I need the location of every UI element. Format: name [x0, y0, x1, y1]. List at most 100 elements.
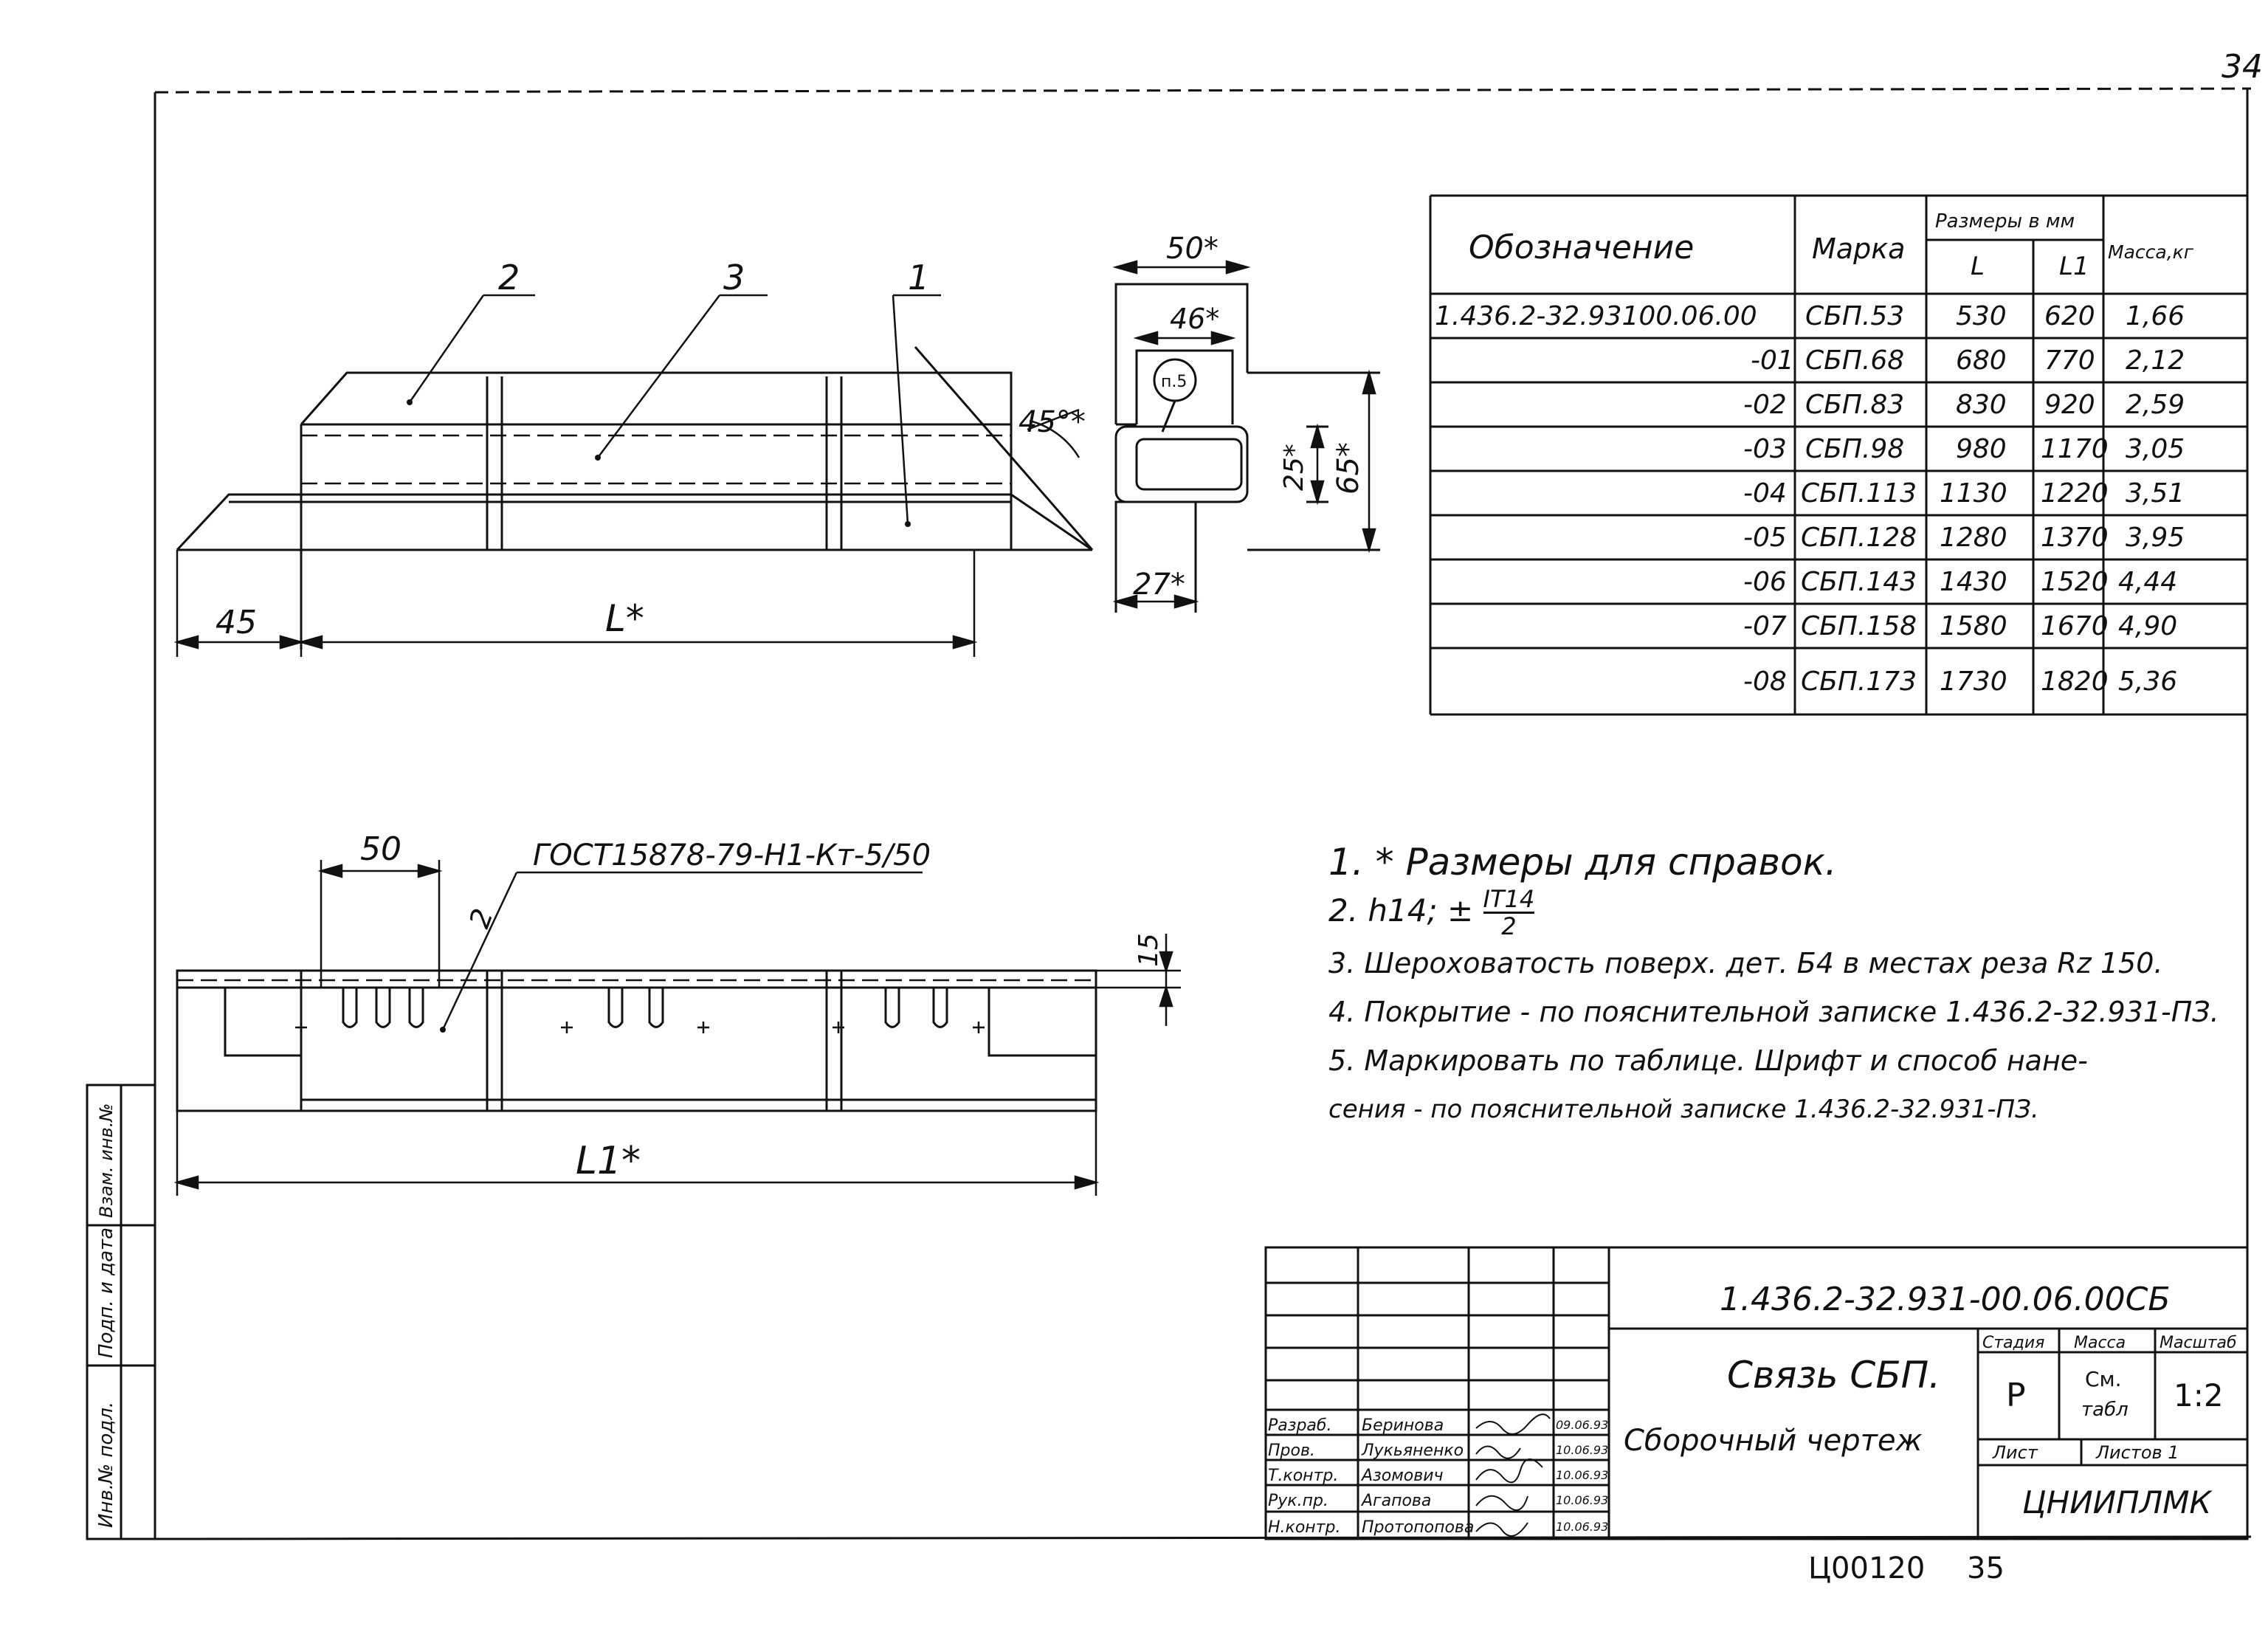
cell-L: 1280 [1940, 523, 2007, 553]
cell-mark: СБП.68 [1805, 345, 1904, 376]
cell-designation: -03 [1743, 434, 1787, 464]
callout-3: 3 [723, 258, 745, 297]
mass-value-2: табл [2081, 1399, 2129, 1421]
cell-mass: 3,95 [2126, 523, 2185, 553]
note-2-numerator: IT14 [1483, 885, 1535, 914]
signer-role: Т.контр. [1268, 1467, 1338, 1485]
cell-mass: 2,12 [2126, 345, 2185, 376]
dim-27-star: 27* [1133, 568, 1185, 602]
table-row: -02 СБП.83 830 920 2,59 [1743, 390, 2185, 420]
cell-L1: 620 [2044, 301, 2095, 331]
table-rows: 1.436.2-32.93100.06.00 СБП.53 530 620 1,… [1435, 301, 2185, 697]
signer-name: Беринова [1362, 1416, 1444, 1435]
table-row: -04 СБП.113 1130 1220 3,51 [1743, 478, 2185, 509]
stage-value: Р [2006, 1377, 2026, 1414]
signer-name: Протопопова [1362, 1518, 1474, 1537]
note-5b: сения - по пояснительной записке 1.436.2… [1328, 1095, 2039, 1124]
th-designation: Обозначение [1469, 229, 1694, 266]
mass-label: Масса [2074, 1334, 2126, 1352]
cell-mark: СБП.83 [1805, 390, 1904, 420]
signer-rows: Разраб. Беринова 09.06.93 Пров. Лукьянен… [1268, 1416, 1608, 1537]
note-1: 1. * Размеры для справок. [1328, 841, 1837, 884]
note-5a: 5. Маркировать по таблице. Шрифт и спосо… [1328, 1044, 2088, 1077]
cell-L1: 920 [2044, 390, 2095, 420]
part-ref-p5: п.5 [1161, 373, 1187, 391]
cell-mass: 3,05 [2126, 434, 2185, 464]
cell-mass: 4,44 [2118, 567, 2177, 597]
cell-mass: 2,59 [2126, 390, 2185, 420]
dim-25-star: 25* [1279, 444, 1309, 491]
cell-designation: -08 [1743, 667, 1787, 697]
cell-designation: -07 [1743, 611, 1787, 641]
signer-date: 10.06.93 [1556, 1493, 1608, 1507]
cell-mark: СБП.53 [1805, 301, 1904, 331]
angle-45-label: 45°* [1018, 405, 1086, 439]
product-name: Связь СБП. [1727, 1354, 1940, 1396]
table-row: 1.436.2-32.93100.06.00 СБП.53 530 620 1,… [1435, 301, 2185, 331]
callout-1: 1 [908, 258, 929, 297]
dim-L: L* [605, 597, 644, 640]
scale-value: 1:2 [2174, 1377, 2224, 1413]
side-stamp: Инв.№ подл. Подп. и дата Взам. инв.№ [86, 1084, 156, 1540]
note-2: 2. h14; ± IT14 2 [1328, 886, 2244, 939]
cell-L1: 1220 [2041, 478, 2109, 509]
front-view: 50 ГОСТ15878-79-Н1-Кт-5/50 2 15 L1* [173, 830, 1181, 1196]
cell-designation: -06 [1743, 567, 1787, 597]
sheet-label: Лист [1992, 1442, 2038, 1463]
doc-code: 1.436.2-32.931-00.06.00СБ [1720, 1281, 2171, 1318]
mass-value-1: См. [2085, 1367, 2122, 1391]
side-stamp-replace: Взам. инв.№ [96, 1103, 117, 1218]
cell-mark: СБП.173 [1801, 667, 1917, 697]
note-2-denominator: 2 [1501, 912, 1517, 940]
cell-mass: 5,36 [2118, 667, 2177, 697]
table-row: -03 СБП.98 980 1170 3,05 [1743, 434, 2185, 464]
cell-L: 1730 [1940, 667, 2007, 697]
cell-L: 980 [1956, 434, 2007, 464]
cell-mark: СБП.158 [1801, 611, 1917, 641]
cell-designation: -04 [1743, 478, 1787, 509]
section-view: 50* 46* п.5 25* 65* 27* [1112, 232, 1380, 613]
dim-65-star: 65* [1331, 442, 1365, 495]
note-2-prefix: 2. h14; ± [1328, 892, 1474, 929]
table-row: -01 СБП.68 680 770 2,12 [1751, 345, 2185, 376]
page-number: 34 [2222, 48, 2263, 86]
cell-L: 680 [1956, 345, 2007, 376]
cell-mass: 1,66 [2126, 301, 2185, 331]
stage-label: Стадия [1982, 1334, 2044, 1352]
cell-mass: 3,51 [2126, 478, 2185, 509]
footer-page: 35 [1967, 1551, 2005, 1585]
cell-mark: СБП.143 [1801, 567, 1917, 597]
cell-designation: -02 [1743, 390, 1787, 420]
signer-date: 10.06.93 [1556, 1520, 1608, 1534]
cell-mark: СБП.128 [1801, 523, 1917, 553]
cell-designation: -01 [1751, 345, 1794, 376]
th-mark: Марка [1812, 233, 1905, 265]
table-row: -08 СБП.173 1730 1820 5,36 [1743, 667, 2177, 697]
sheets-label: Листов 1 [2095, 1442, 2179, 1463]
cell-designation: 1.436.2-32.93100.06.00 [1435, 301, 1757, 331]
signer-role: Разраб. [1268, 1416, 1331, 1435]
top-view: 2 3 1 45°* 45 L* [173, 258, 1094, 657]
cell-mark: СБП.98 [1805, 434, 1904, 464]
cell-L: 830 [1956, 390, 2007, 420]
cell-L: 1430 [1940, 567, 2007, 597]
dim-L1: L1* [576, 1139, 641, 1183]
signer-name: Лукьяненко [1361, 1442, 1464, 1460]
cell-mass: 4,90 [2118, 611, 2177, 641]
side-stamp-sign: Подп. и дата [95, 1227, 117, 1358]
note-2-fraction: IT14 2 [1483, 886, 1535, 939]
table-row: -05 СБП.128 1280 1370 3,95 [1743, 523, 2185, 553]
signer-date: 10.06.93 [1556, 1443, 1608, 1457]
spec-table: Обозначение Марка Размеры в мм L L1 Масс… [1429, 194, 2247, 716]
technical-notes: 1. * Размеры для справок. 2. h14; ± IT14… [1328, 838, 2244, 1134]
footer-code: Ц00120 [1808, 1551, 1925, 1585]
cell-L: 1130 [1940, 478, 2007, 509]
note-3: 3. Шероховатость поверх. дет. Б4 в места… [1328, 947, 2163, 979]
dim-46-star: 46* [1170, 303, 1219, 335]
signer-role: Н.контр. [1268, 1518, 1340, 1537]
scale-label: Масштаб [2160, 1334, 2237, 1352]
signer-role: Пров. [1268, 1442, 1315, 1460]
cell-L1: 1170 [2041, 434, 2109, 464]
dim-15: 15 [1134, 933, 1164, 967]
